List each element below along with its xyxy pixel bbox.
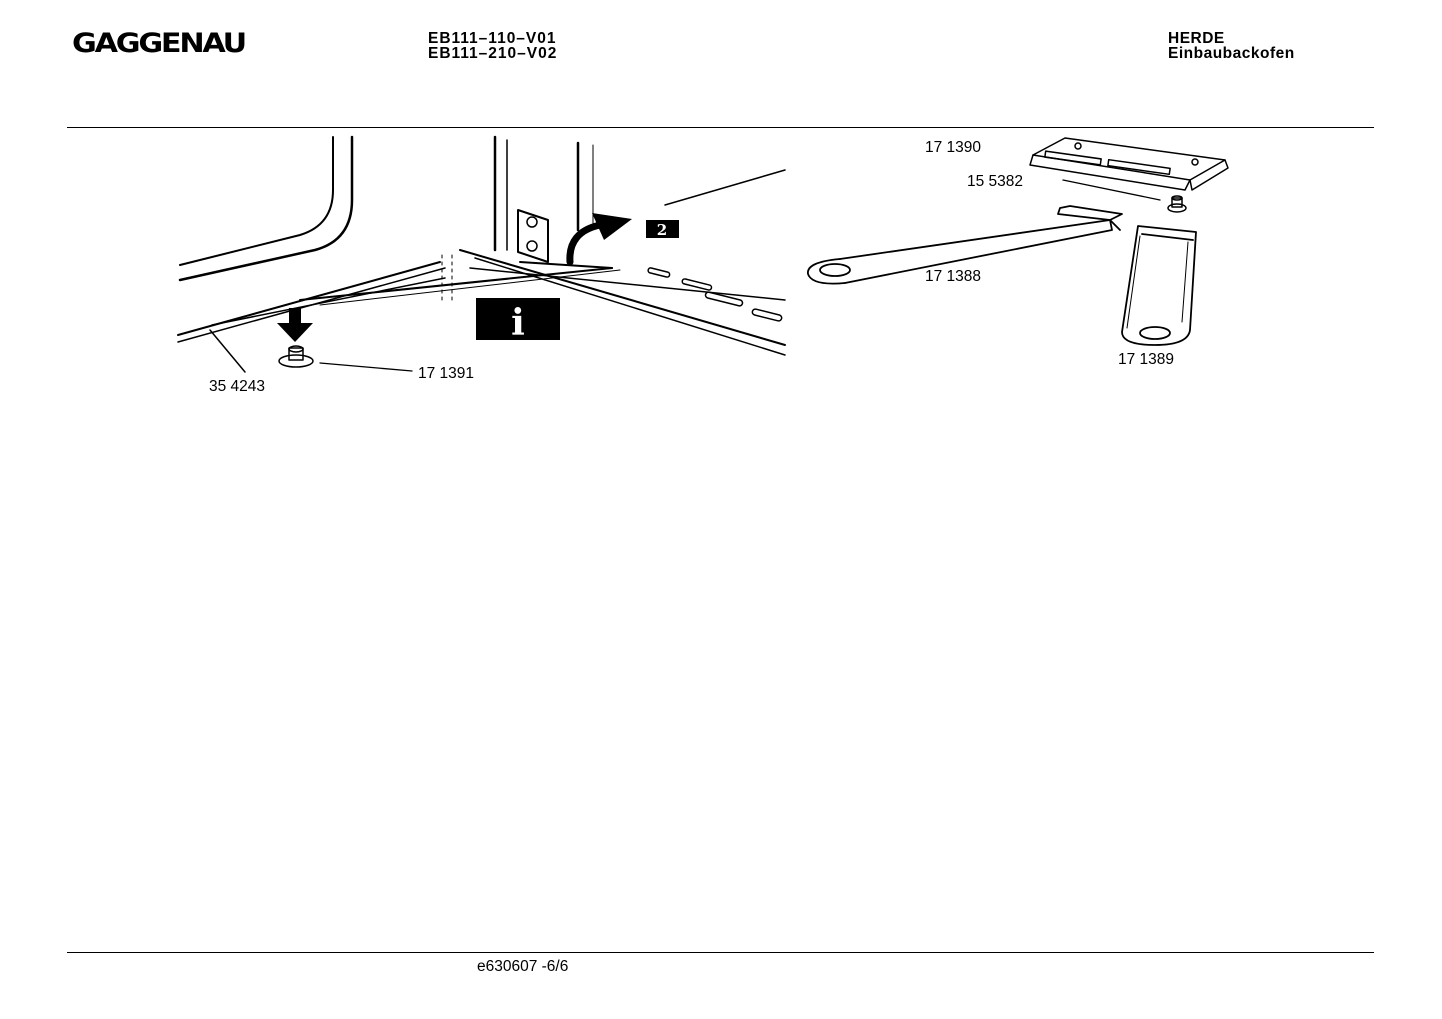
oven-housing xyxy=(177,135,786,373)
part-label-17-1390: 17 1390 xyxy=(925,139,981,156)
product-category: HERDE Einbaubackofen xyxy=(1168,30,1295,62)
short-lever-part xyxy=(1121,225,1197,346)
spacer-part xyxy=(278,345,314,368)
part-label-17-1388: 17 1388 xyxy=(925,268,981,285)
model-number-2: EB111–210–V02 xyxy=(428,45,558,62)
rotate-arrow xyxy=(566,221,604,266)
part-label-17-1389: 17 1389 xyxy=(1118,351,1174,368)
footer-rule xyxy=(67,952,1374,953)
long-lever-part xyxy=(807,205,1123,285)
header-rule xyxy=(67,127,1374,128)
hinge-bracket xyxy=(517,209,549,263)
part-label-35-4243: 35 4243 xyxy=(209,378,265,395)
info-badge: i xyxy=(476,298,560,344)
slotted-rail xyxy=(647,267,783,322)
down-arrow-icon xyxy=(277,308,313,342)
document-number: e630607 -6/6 xyxy=(477,958,569,975)
cover-plate-part xyxy=(1029,137,1229,191)
leader-lines xyxy=(319,179,1161,372)
model-numbers: EB111–110–V01 EB111–210–V02 xyxy=(428,30,558,62)
info-icon: i xyxy=(511,302,525,344)
screw-part xyxy=(1167,195,1187,213)
part-label-17-1391: 17 1391 xyxy=(418,365,474,382)
model-number-1: EB111–110–V01 xyxy=(428,30,557,47)
category-subtitle: Einbaubackofen xyxy=(1168,45,1295,62)
category-title: HERDE xyxy=(1168,30,1225,47)
step-badge: 2 xyxy=(646,220,679,239)
part-label-15-5382: 15 5382 xyxy=(967,173,1023,190)
rotate-arrowhead-icon xyxy=(592,213,632,240)
brand-logo: GAGGENAU xyxy=(72,28,247,59)
step-badge-number: 2 xyxy=(657,221,667,239)
